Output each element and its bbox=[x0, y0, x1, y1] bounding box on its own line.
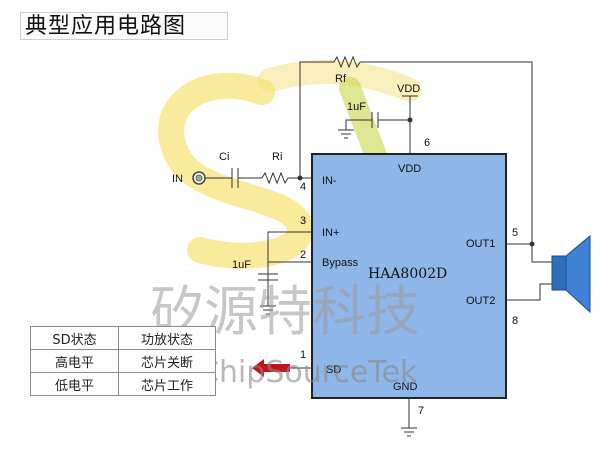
wire-out1 bbox=[506, 243, 552, 263]
wire-cap-to-ground bbox=[345, 119, 372, 130]
pin-number-in-plus: 3 bbox=[300, 215, 306, 227]
sd-state-table: SD状态 功放状态 高电平 芯片关断 低电平 芯片工作 bbox=[30, 326, 216, 396]
sd-table-header: SD状态 功放状态 bbox=[30, 326, 216, 350]
table-row: 低电平 芯片工作 bbox=[30, 372, 216, 396]
sd-low-level: 低电平 bbox=[30, 372, 119, 396]
pin-number-vdd: 6 bbox=[424, 137, 430, 149]
sd-table-header-sd: SD状态 bbox=[30, 326, 119, 350]
input-label: IN bbox=[172, 173, 183, 185]
ground-bypass bbox=[260, 305, 276, 315]
sd-high-level: 高电平 bbox=[30, 349, 119, 373]
pin-number-gnd: 7 bbox=[418, 405, 424, 417]
sd-control-arrow bbox=[252, 359, 290, 377]
wire-feedback-left bbox=[299, 61, 334, 178]
wire-feedback-right bbox=[360, 61, 533, 244]
ground-vdd-cap bbox=[338, 129, 354, 139]
vdd-cap-label: 1uF bbox=[347, 101, 366, 113]
rf-label: Rf bbox=[335, 73, 347, 85]
chip-shutdown: 芯片关断 bbox=[118, 349, 216, 373]
pin-number-bypass: 2 bbox=[300, 249, 306, 261]
pin-label-in-plus: IN+ bbox=[322, 227, 339, 239]
pin-label-bypass: Bypass bbox=[322, 257, 359, 269]
capacitor-bypass bbox=[258, 273, 278, 281]
page-title: 典型应用电路图 bbox=[20, 12, 228, 40]
chip-working: 芯片工作 bbox=[118, 372, 216, 396]
junction-out1 bbox=[529, 241, 535, 247]
ground-chip bbox=[401, 427, 417, 437]
sd-table-header-amp: 功放状态 bbox=[118, 326, 216, 350]
watermark-english: ChipSourceTek bbox=[198, 355, 418, 390]
table-row: 高电平 芯片关断 bbox=[30, 349, 216, 373]
resistor-ri bbox=[261, 171, 289, 185]
speaker-icon bbox=[551, 234, 591, 314]
bypass-cap-label: 1uF bbox=[232, 259, 251, 271]
pin-number-sd: 1 bbox=[300, 349, 306, 361]
junction-in-minus bbox=[297, 175, 303, 181]
pin-label-in-minus: IN- bbox=[322, 175, 337, 187]
input-terminal-core bbox=[195, 174, 203, 182]
ri-label: Ri bbox=[272, 151, 282, 163]
pin-label-sd: SD bbox=[326, 364, 341, 376]
junction-vdd-cap bbox=[407, 117, 413, 123]
amplifier-chip bbox=[311, 153, 507, 399]
pin-label-out2: OUT2 bbox=[466, 295, 495, 307]
pin-label-vdd: VDD bbox=[398, 163, 421, 175]
chip-part-number: HAA8002D bbox=[368, 266, 447, 282]
pin-label-out1: OUT1 bbox=[466, 238, 495, 250]
pin-number-out1: 5 bbox=[512, 227, 518, 239]
pin-label-gnd: GND bbox=[393, 381, 418, 393]
vdd-rail-label: VDD bbox=[397, 83, 420, 95]
ci-label: Ci bbox=[219, 151, 229, 163]
pin-number-in-minus: 4 bbox=[300, 181, 306, 193]
wire-in-plus bbox=[267, 231, 312, 306]
pin-number-out2: 8 bbox=[512, 315, 518, 327]
resistor-rf bbox=[333, 55, 361, 69]
wire-out2 bbox=[506, 283, 552, 301]
